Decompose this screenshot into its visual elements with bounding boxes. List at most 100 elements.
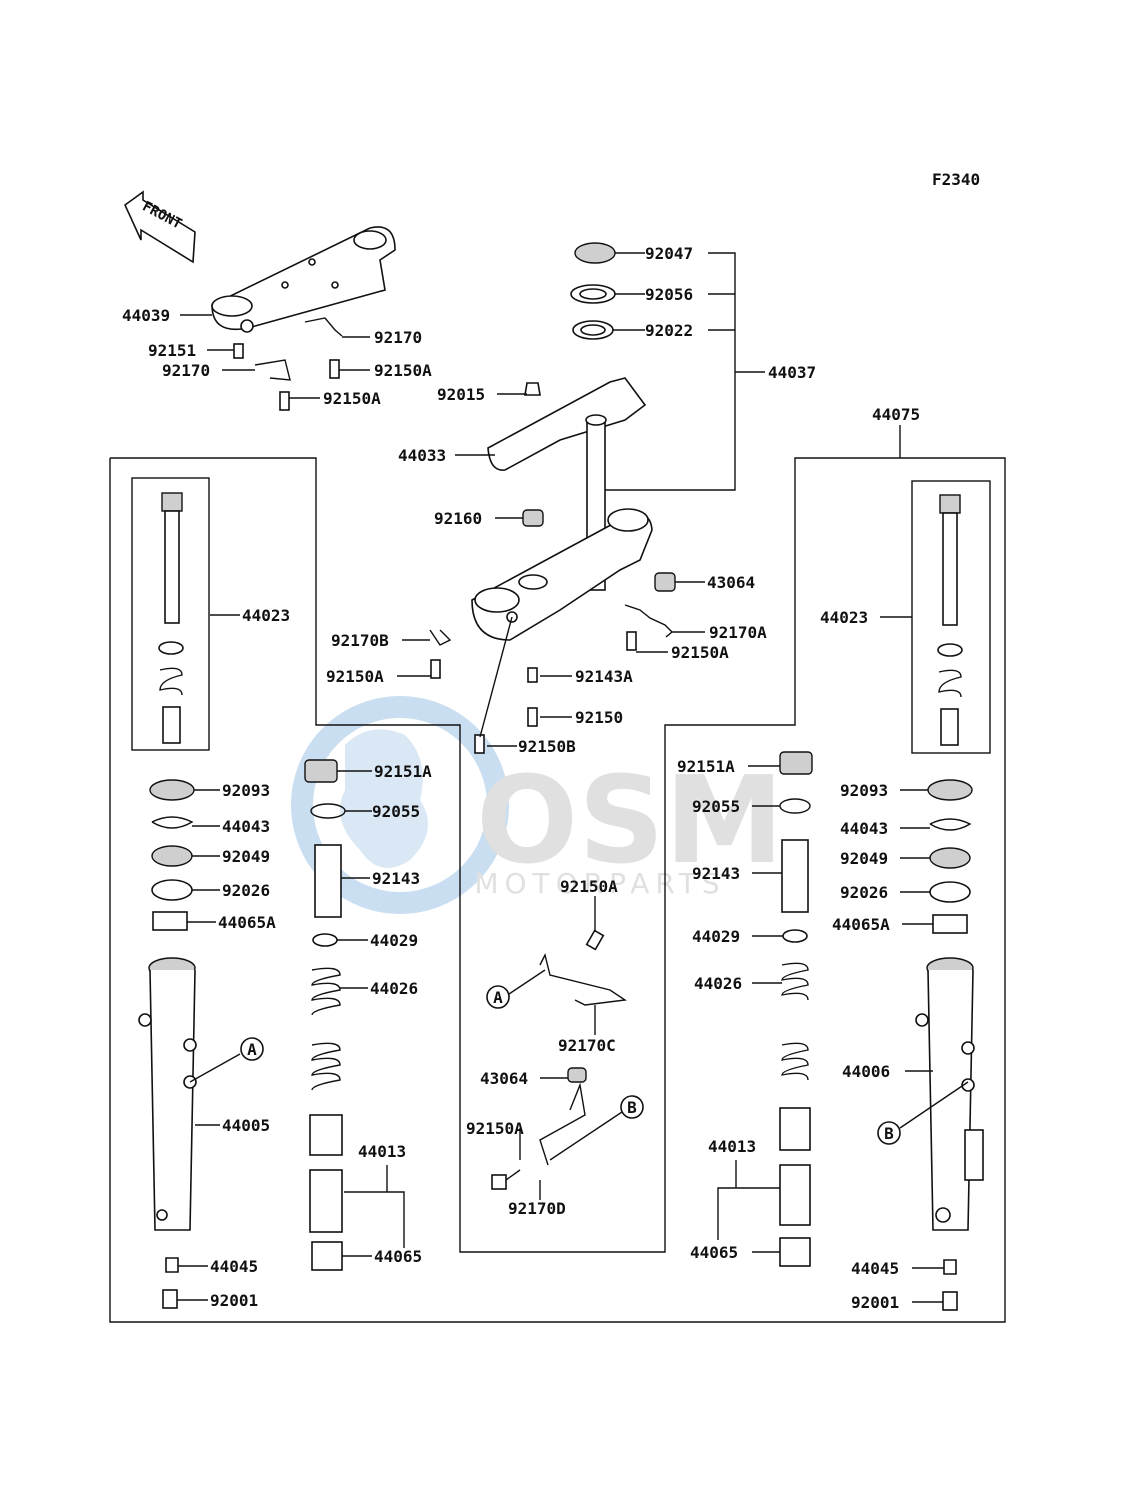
callout-b-right (877, 1121, 901, 1145)
clip-92170D (539, 1082, 586, 1166)
clip-92170B (429, 629, 452, 646)
bolt-92150A-a (329, 359, 340, 379)
label-44006: 44006 (842, 1062, 890, 1081)
cap-92151A-l (304, 759, 338, 783)
upper-bracket (211, 226, 396, 333)
svg-text:A: A (493, 988, 503, 1007)
part-labels: 44039 92151 92170 92170 92150A 92150A 92… (122, 244, 920, 1312)
label-44065A-left: 44065A (218, 913, 276, 932)
label-92150A-center: 92150A (560, 877, 618, 896)
bolt-92150 (527, 707, 538, 727)
bolt-92001-r (942, 1291, 958, 1311)
washer-92026-l (151, 879, 193, 901)
label-92143A: 92143A (575, 667, 633, 686)
label-92093-left: 92093 (222, 781, 270, 800)
front-arrow-icon: FRONT (123, 190, 196, 264)
damper-43064-top (654, 572, 676, 592)
oring-92055-r (779, 798, 811, 814)
damper-92160 (522, 509, 544, 527)
washer-44029-l (312, 933, 338, 947)
callout-a-left (240, 1037, 264, 1061)
callout-b-center (620, 1095, 644, 1119)
label-44026-right: 44026 (694, 974, 742, 993)
label-92026-right: 92026 (840, 883, 888, 902)
callout-a-center (486, 985, 510, 1009)
bush-44013-l2 (309, 1169, 343, 1233)
figure-code: F2340 (932, 170, 980, 189)
svg-text:B: B (627, 1098, 637, 1117)
label-92049-left: 92049 (222, 847, 270, 866)
lower-bracket-44037 (471, 513, 653, 641)
label-92055-right: 92055 (692, 797, 740, 816)
label-43064-top: 43064 (707, 573, 755, 592)
spacer-92143-r (781, 839, 809, 913)
label-44043-right: 44043 (840, 819, 888, 838)
washer-44045-l (165, 1257, 179, 1273)
bolt-92150A-c (585, 929, 605, 951)
clip-92170-right (304, 317, 343, 337)
label-44023-left: 44023 (242, 606, 290, 625)
oring-92055-l (310, 803, 346, 819)
watermark-logo: OSM (476, 752, 784, 891)
bush-44013-r (779, 1107, 811, 1151)
label-92150: 92150 (575, 708, 623, 727)
ring-44043-l (151, 816, 194, 829)
clip-92170A (624, 604, 674, 638)
clip-92170C (539, 952, 627, 1006)
bush-44065-l (311, 1241, 343, 1271)
label-44026-left: 44026 (370, 979, 418, 998)
label-44065A-right: 44065A (832, 915, 890, 934)
bush-44013-l (309, 1114, 343, 1156)
label-92026-left: 92026 (222, 881, 270, 900)
label-92056: 92056 (645, 285, 693, 304)
label-92170-left: 92170 (162, 361, 210, 380)
label-44065-left: 44065 (374, 1247, 422, 1266)
bolt-92151 (233, 343, 244, 359)
bush-44065A-r (932, 914, 968, 934)
label-92160: 92160 (434, 509, 482, 528)
label-44013-right: 44013 (708, 1137, 756, 1156)
label-92150A-center2: 92150A (466, 1119, 524, 1138)
right-damper-rod (937, 494, 963, 746)
cover-44033 (487, 377, 647, 471)
bush-44065-r (779, 1237, 811, 1267)
seal-92047 (574, 242, 616, 264)
label-44023-right: 44023 (820, 608, 868, 627)
label-44029-left: 44029 (370, 931, 418, 950)
label-44029-right: 44029 (692, 927, 740, 946)
label-44065-right: 44065 (690, 1243, 738, 1262)
bolt-92150A-b (279, 391, 290, 411)
bolt-92143A (527, 667, 538, 683)
label-44075: 44075 (872, 405, 920, 424)
washer-44029-r (782, 929, 808, 943)
label-92151: 92151 (148, 341, 196, 360)
left-assembly-frame (109, 457, 1006, 1323)
label-44045-right: 44045 (851, 1259, 899, 1278)
washer-92026-r (929, 881, 971, 903)
seal-92049-r (929, 847, 971, 869)
label-92150A-top2: 92150A (323, 389, 381, 408)
label-92143-left: 92143 (372, 869, 420, 888)
clip-92170-left (254, 359, 291, 381)
label-92049-right: 92049 (840, 849, 888, 868)
spring-44026-r (781, 962, 809, 1081)
left-inner-box (131, 477, 210, 751)
label-92170B: 92170B (331, 631, 389, 650)
watermark-ring (291, 696, 509, 914)
label-92170-right: 92170 (374, 328, 422, 347)
label-43064-center: 43064 (480, 1069, 528, 1088)
label-44039: 44039 (122, 306, 170, 325)
label-92015: 92015 (437, 385, 485, 404)
label-92001-left: 92001 (210, 1291, 258, 1310)
bolt-92001-l (162, 1289, 178, 1309)
label-92150B: 92150B (518, 737, 576, 756)
label-92151A-left: 92151A (374, 762, 432, 781)
nut-92015 (524, 382, 541, 396)
seal-92049-l (151, 845, 193, 867)
label-92055-left: 92055 (372, 802, 420, 821)
label-92143-right: 92143 (692, 864, 740, 883)
label-92170C: 92170C (558, 1036, 616, 1055)
spring-44026-l (311, 967, 341, 1091)
bolt-92150A-mid-l (430, 659, 441, 679)
